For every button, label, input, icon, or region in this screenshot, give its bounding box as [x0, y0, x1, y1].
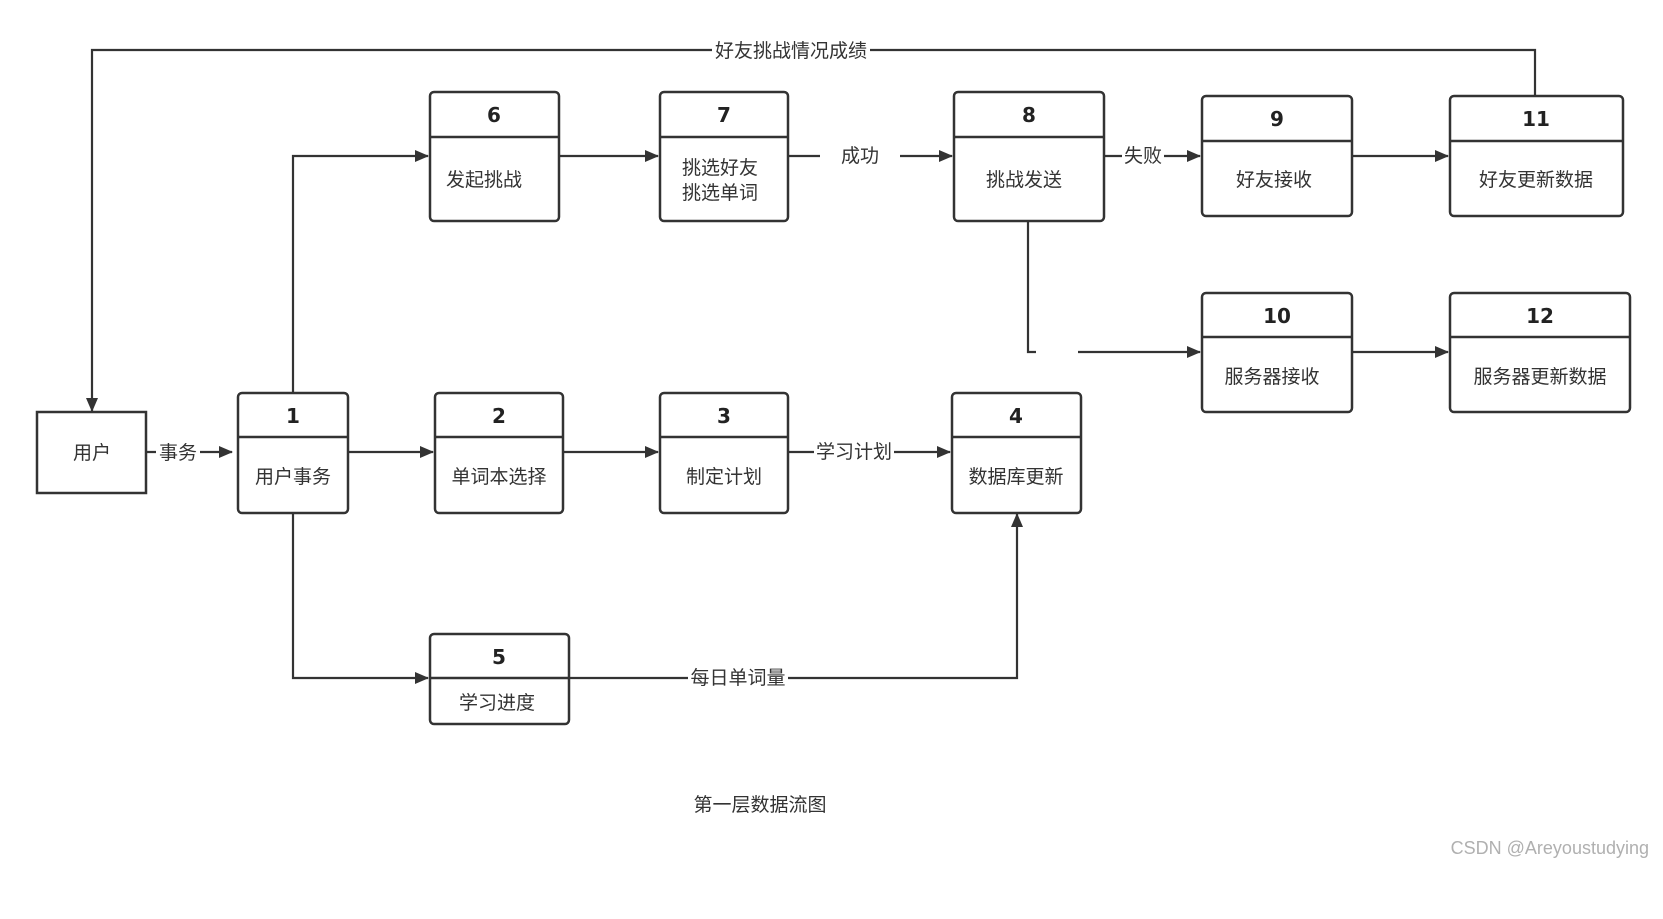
process-number: 10 [1263, 304, 1291, 328]
process-number: 6 [487, 103, 501, 127]
process-number: 4 [1009, 404, 1023, 428]
flow-line [568, 513, 1023, 680]
flow-p5-to-p4: 每日单词量 [568, 513, 1023, 690]
process-2: 2 单词本选择 [433, 391, 565, 515]
entity-user: 用户 [35, 410, 148, 495]
process-5: 5 学习进度 [428, 632, 571, 726]
process-label: 服务器接收 [1224, 366, 1319, 388]
flow-line [1026, 222, 1201, 358]
process-label: 单词本选择 [451, 466, 546, 488]
process-label: 好友更新数据 [1479, 169, 1593, 191]
flow-line [291, 150, 429, 392]
process-number: 8 [1022, 103, 1036, 127]
process-number: 9 [1270, 107, 1284, 131]
process-label-line-1: 挑选好友 [682, 157, 758, 179]
flow-p3-to-p4: 学习计划 [787, 439, 951, 464]
process-8: 8 挑战发送 [952, 90, 1106, 223]
process-label-line-2: 挑选单词 [682, 182, 758, 204]
diagram-caption: 第一层数据流图 [693, 794, 827, 816]
process-4: 4 数据库更新 [950, 391, 1083, 515]
process-number: 2 [492, 404, 506, 428]
flow-label: 每日单词量 [690, 667, 785, 689]
process-number: 11 [1522, 107, 1550, 131]
process-6: 6 发起挑战 [428, 90, 561, 223]
process-label: 好友接收 [1236, 169, 1312, 191]
process-7: 7 挑选好友 挑选单词 [658, 90, 790, 223]
process-number: 7 [717, 103, 731, 127]
process-label: 数据库更新 [968, 466, 1063, 488]
process-label: 服务器更新数据 [1473, 366, 1606, 388]
process-label: 用户事务 [255, 466, 331, 488]
process-11: 11 好友更新数据 [1448, 94, 1625, 218]
flow-label: 好友挑战情况成绩 [715, 40, 867, 62]
flow-label: 成功 [841, 145, 879, 167]
flow-p1-to-p6 [291, 150, 429, 392]
process-label: 制定计划 [686, 466, 762, 488]
flow-p8-to-p10 [1026, 222, 1201, 365]
process-label: 挑战发送 [986, 169, 1062, 191]
flow-p1-to-p5 [291, 512, 429, 684]
process-label: 发起挑战 [446, 169, 522, 191]
process-12: 12 服务器更新数据 [1448, 291, 1632, 414]
process-10: 10 服务器接收 [1200, 291, 1354, 414]
entity-label: 用户 [73, 442, 111, 464]
flow-line [291, 512, 429, 684]
flow-user-to-p1: 事务 [146, 440, 233, 464]
process-number: 1 [286, 404, 300, 428]
process-number: 3 [717, 404, 731, 428]
process-9: 9 好友接收 [1200, 94, 1354, 218]
flow-label: 学习计划 [816, 441, 892, 463]
process-1: 1 用户事务 [236, 391, 350, 515]
flow-p11-to-user: 好友挑战情况成绩 [86, 38, 1537, 412]
process-3: 3 制定计划 [658, 391, 790, 515]
flow-p8-to-p9: 失败 [1103, 143, 1201, 168]
flow-label: 事务 [159, 442, 197, 464]
watermark: CSDN @Areyoustudying [1450, 838, 1649, 858]
process-label: 学习进度 [459, 692, 535, 714]
process-number: 5 [492, 645, 506, 669]
flow-p7-to-p8: 成功 [787, 143, 953, 168]
process-number: 12 [1526, 304, 1554, 328]
flow-label: 失败 [1124, 145, 1162, 167]
